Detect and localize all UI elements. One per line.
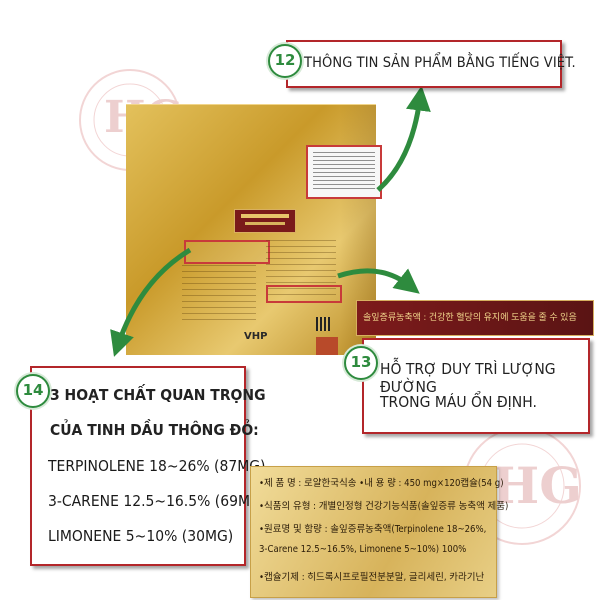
callout-13-box xyxy=(362,338,590,434)
watermark-bottom-right: HG xyxy=(452,416,592,556)
callout-14-item-1: TERPINOLENE 18~26% (87MG) xyxy=(48,457,266,475)
callout-12-box xyxy=(286,40,562,88)
ingredient-line-2: •식품의 유형 : 개별인정형 건강기능식품(솔잎증류 농축액 제품) xyxy=(259,501,509,512)
callout-14-item-3: LIMONENE 5~10% (30MG) xyxy=(48,527,234,545)
vietnamese-label-sticker xyxy=(306,145,382,199)
qr-code xyxy=(316,317,330,331)
callout-14-badge: 14 xyxy=(16,374,50,408)
ingredient-line-4: 3-Carene 12.5~16.5%, Limonene 5~10%) 100… xyxy=(259,544,467,555)
arrow-12 xyxy=(376,85,431,192)
arrow-13 xyxy=(337,268,420,294)
callout-13-line2: TRONG MÁU ỔN ĐỊNH. xyxy=(380,393,537,411)
ingredient-line-5: •캡슐기제 : 히드록시프로필전분분말, 글리세린, 카라기난 xyxy=(259,572,485,583)
callout-12-badge: 12 xyxy=(268,44,302,78)
ingredient-line-3: •원료명 및 함량 : 솔잎증류농축액(Terpinolene 18~26%, xyxy=(259,524,487,535)
box-text-left xyxy=(184,240,270,264)
callout-14-heading2: CỦA TINH DẦU THÔNG ĐỎ: xyxy=(50,421,259,439)
korean-claim-text: 솔잎증류농축액 : 건강한 혈당의 유지에 도움을 줄 수 있음 xyxy=(363,313,577,323)
box-product-label: VHP xyxy=(244,331,268,342)
callout-12-text: THÔNG TIN SẢN PHẨM BẰNG TIẾNG VIỆT. xyxy=(304,55,576,71)
callout-14-heading1: 3 HOẠT CHẤT QUAN TRỌNG xyxy=(50,386,266,404)
watermark-logo: HG xyxy=(492,456,582,515)
callout-14-box xyxy=(30,366,246,566)
box-text-center-block xyxy=(266,240,336,300)
callout-13-line1: HỖ TRỢ DUY TRÌ LƯỢNG ĐƯỜNG xyxy=(380,360,556,396)
korean-claim-banner: 솔잎증류농축액 : 건강한 혈당의 유지에 도움을 줄 수 있음 xyxy=(356,300,594,336)
callout-14-item-2: 3-CARENE 12.5~16.5% (69MG) xyxy=(48,492,267,510)
ingredient-panel: •제 품 명 : 로얄한국식송 •내 용 량 : 450 mg×120캡슐(54… xyxy=(250,466,508,598)
product-name-label xyxy=(234,209,296,233)
box-text-left-block xyxy=(182,265,256,325)
arrow-14 xyxy=(110,247,192,357)
ingredient-line-1: •제 품 명 : 로얄한국식송 •내 용 량 : 450 mg×120캡슐(54… xyxy=(259,478,504,489)
side-red-strip xyxy=(316,337,338,355)
callout-13-badge: 13 xyxy=(344,346,378,380)
